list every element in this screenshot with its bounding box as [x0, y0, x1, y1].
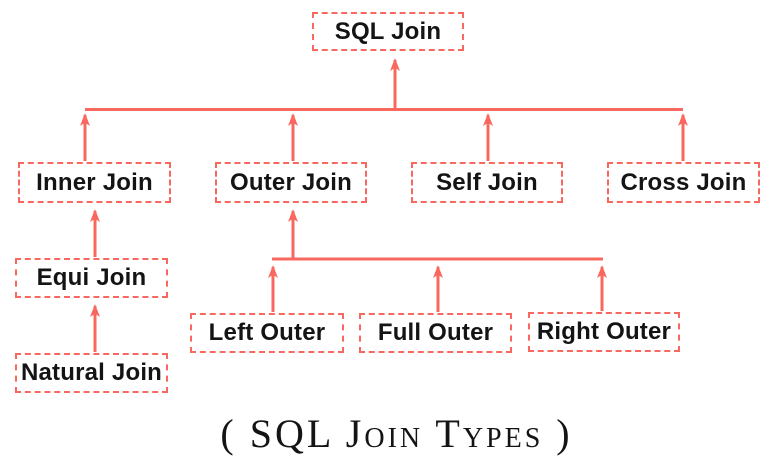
node-left-outer: Left Outer: [190, 313, 344, 353]
node-equi-join-label: Equi Join: [36, 264, 147, 291]
node-full-outer: Full Outer: [359, 313, 512, 353]
diagram-caption: ( SQL Join Types ): [220, 411, 573, 456]
node-left-outer-label: Left Outer: [208, 319, 326, 346]
node-outer-join: Outer Join: [215, 162, 367, 203]
node-natural-join: Natural Join: [15, 353, 168, 393]
node-inner-join-label: Inner Join: [36, 168, 153, 196]
node-inner-join: Inner Join: [18, 162, 171, 203]
node-self-join: Self Join: [411, 162, 563, 203]
node-natural-join-label: Natural Join: [20, 359, 163, 386]
node-sql-join-label: SQL Join: [334, 17, 442, 45]
node-equi-join: Equi Join: [15, 258, 168, 298]
node-cross-join: Cross Join: [607, 162, 760, 203]
node-full-outer-label: Full Outer: [377, 319, 494, 346]
node-sql-join: SQL Join: [312, 12, 464, 51]
node-cross-join-label: Cross Join: [620, 168, 747, 196]
node-outer-join-label: Outer Join: [229, 168, 352, 196]
node-right-outer: Right Outer: [528, 312, 680, 352]
node-self-join-label: Self Join: [436, 168, 538, 196]
node-right-outer-label: Right Outer: [536, 318, 672, 345]
